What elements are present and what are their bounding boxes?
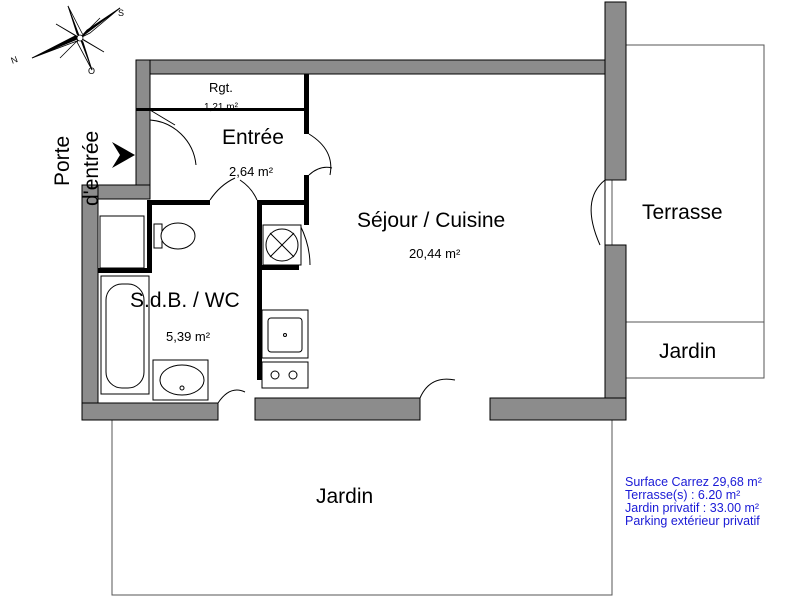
summary-parking: Parking extérieur privatif	[625, 514, 760, 528]
washing-machine-box	[99, 215, 145, 269]
entree-name: Entrée	[222, 126, 284, 149]
compass-south: S	[118, 8, 125, 18]
jardin-right-name: Jardin	[659, 340, 717, 363]
jardin-bottom-outline	[111, 410, 613, 596]
compass-west: O	[88, 66, 96, 76]
rgt-name: Rgt.	[209, 80, 233, 95]
sdb-area: 5,39 m²	[166, 329, 211, 344]
porte-label: Porte	[51, 135, 74, 186]
sejour-area: 20,44 m²	[409, 246, 461, 261]
interior-walls	[98, 74, 309, 380]
door-swings	[149, 109, 606, 404]
terrasse-outline	[611, 44, 765, 323]
walls	[81, 1, 627, 421]
sdb-name: S.d.B. / WC	[130, 289, 240, 312]
summary-jardin: Jardin privatif : 33.00 m²	[625, 501, 760, 515]
entree-area: 2,64 m²	[229, 164, 274, 179]
summary-surface: Surface Carrez 29,68 m²	[625, 475, 762, 489]
compass-rose	[31, 5, 121, 71]
entree-label: d'entrée	[80, 130, 103, 206]
surface-summary: Surface Carrez 29,68 m² Terrasse(s) : 6.…	[625, 476, 762, 528]
kitchen-sink	[261, 309, 309, 359]
hvac-unit	[262, 224, 302, 266]
rgt-area: 1,21 m²	[204, 102, 238, 113]
terrasse-name: Terrasse	[642, 201, 723, 224]
washbasin	[152, 359, 209, 401]
bathtub	[100, 275, 150, 395]
summary-terrasse: Terrasse(s) : 6.20 m²	[625, 488, 741, 502]
toilet	[153, 222, 196, 250]
jardin-bottom-name: Jardin	[316, 485, 374, 508]
sejour-name: Séjour / Cuisine	[357, 209, 506, 232]
entrance-arrow-icon	[112, 142, 135, 168]
cooktop	[261, 361, 309, 389]
